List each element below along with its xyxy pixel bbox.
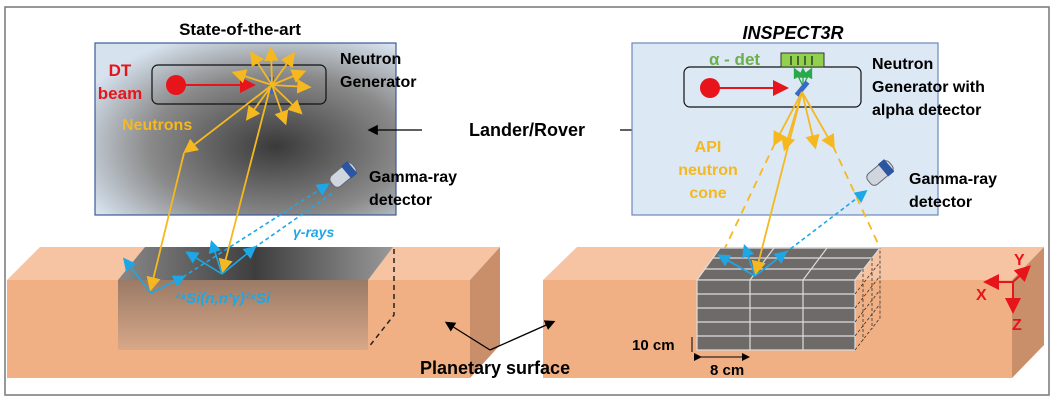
lander-box-right	[631, 42, 939, 216]
neutron-generator-label-1: Neutron	[340, 51, 401, 68]
gamma-detector-label-1: Gamma-ray	[369, 169, 457, 186]
dt-beam-label-1: DT	[109, 61, 132, 80]
neutron-generator-alpha-label-3: alpha detector	[872, 102, 981, 119]
neutron-generator-alpha-label-2: Generator with	[872, 79, 985, 96]
neutron-generator-tube	[151, 64, 327, 105]
axis-z-label: Z	[1012, 317, 1022, 334]
gamma-rays-label: γ-rays	[293, 224, 334, 240]
neutron-generator-tube-right	[683, 66, 862, 108]
planetary-surface-label: Planetary surface	[420, 358, 570, 378]
gamma-ray-arrows-right	[717, 190, 868, 277]
axes-icon	[983, 265, 1031, 314]
right-title: INSPECT3R	[742, 23, 843, 43]
gamma-ray-detector-right	[866, 159, 895, 186]
voxel-grid	[695, 247, 882, 351]
api-cone-label-1: API	[695, 139, 722, 156]
reaction-label: ²⁸Si(n,n′γ)²⁸Si	[175, 290, 271, 307]
lander-rover-label: Lander/Rover	[469, 120, 585, 140]
alpha-detector	[780, 52, 825, 68]
dimension-height-label: 10 cm	[632, 337, 675, 354]
neutrons-label: Neutrons	[122, 117, 192, 134]
neutron-generator-alpha-label-1: Neutron	[872, 56, 933, 73]
gamma-ray-arrows-left	[123, 183, 335, 294]
axis-y-label: Y	[1014, 252, 1025, 269]
target-icon-right	[794, 80, 810, 97]
alpha-det-label: α - det	[709, 50, 760, 69]
axis-x-label: X	[976, 287, 987, 304]
neutron-generator-label-2: Generator	[340, 74, 416, 91]
dimension-width-label: 8 cm	[710, 362, 744, 379]
gamma-detector-label-2: detector	[369, 192, 432, 209]
neutron-emission-arrows	[146, 46, 312, 292]
gamma-detector-right-label-1: Gamma-ray	[909, 171, 997, 188]
api-cone-label-2: neutron	[678, 162, 738, 179]
gamma-detector-right-label-2: detector	[909, 194, 972, 211]
dt-beam-source	[166, 75, 186, 95]
excavated-pit	[118, 280, 368, 350]
gamma-ray-detector-left	[329, 161, 358, 188]
api-cone-label-3: cone	[689, 185, 726, 202]
dt-beam-label-2: beam	[98, 84, 142, 103]
left-title: State-of-the-art	[179, 20, 301, 39]
dt-beam-source-right	[700, 78, 720, 98]
